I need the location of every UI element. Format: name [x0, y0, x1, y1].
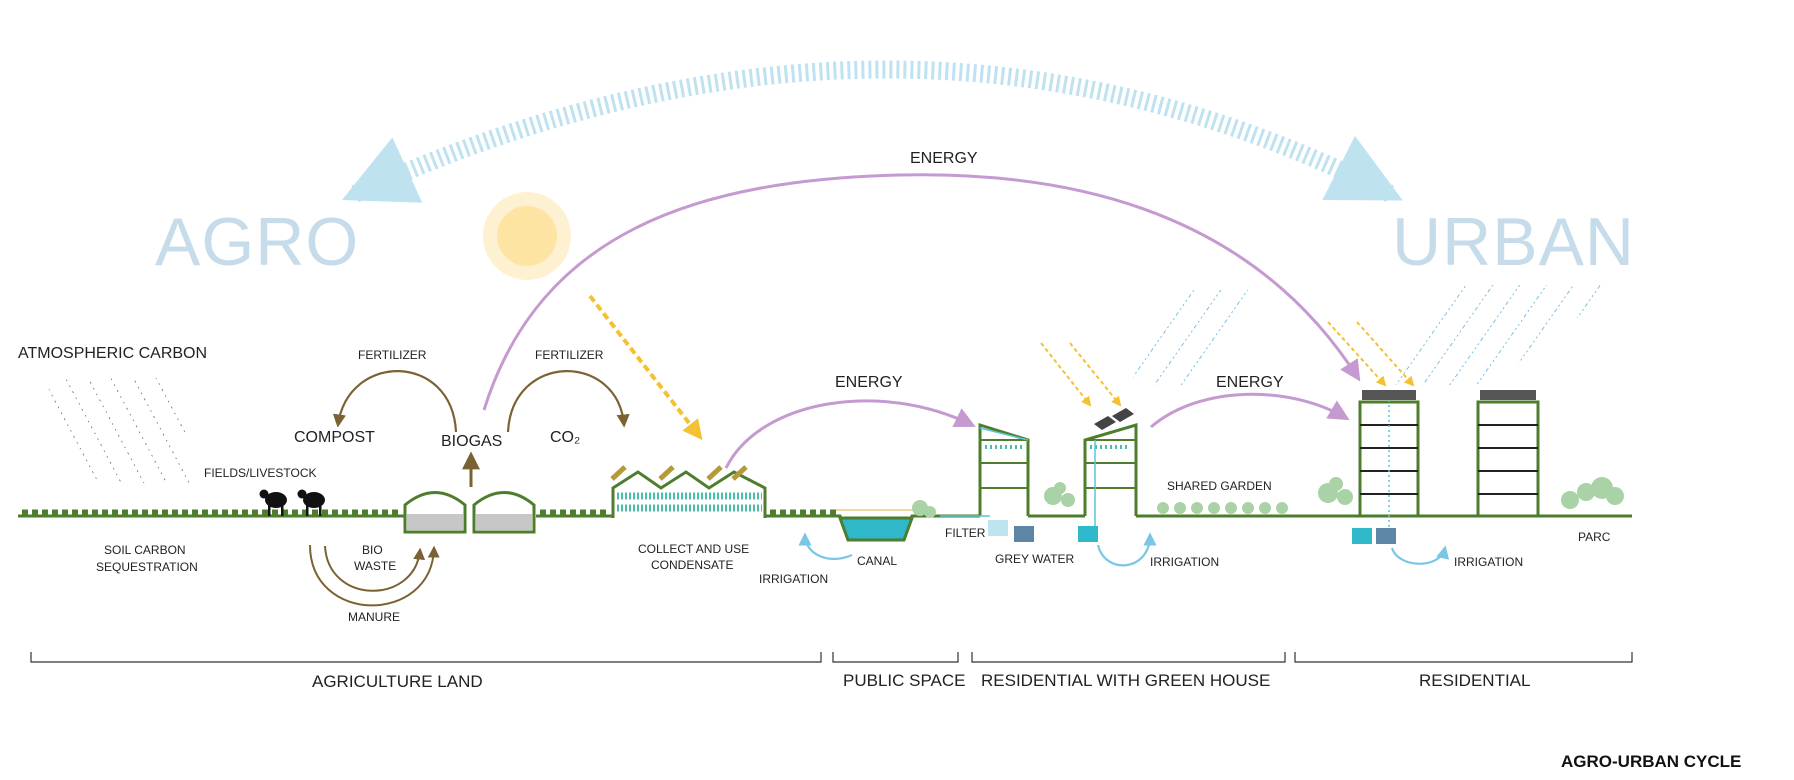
irrigation-canal-label: IRRIGATION: [759, 572, 828, 586]
sun-ray-solar-1: [1040, 342, 1092, 407]
canal: [836, 509, 918, 542]
residential-tank-2: [1376, 528, 1396, 544]
rain-residential: [1380, 285, 1620, 385]
zone-bracket-agriculture: [30, 652, 822, 663]
grey-water-label: GREY WATER: [995, 552, 1074, 566]
sheep-icon: [259, 489, 287, 516]
fertilizer-label-left: FERTILIZER: [358, 348, 427, 362]
shrub-icon: [912, 500, 936, 518]
filter-label: FILTER: [945, 526, 986, 540]
biogas-label: BIOGAS: [441, 433, 502, 450]
fertilizer-arrow-left: [332, 370, 458, 433]
biogas-digester: [403, 491, 536, 534]
cycle-arc: [341, 60, 1403, 203]
zone-bracket-residential-green: [971, 652, 1286, 663]
irrigation-green-label: IRRIGATION: [1150, 555, 1219, 569]
collect-label: COLLECT AND USE: [638, 542, 749, 556]
irrigation-canal-arrow: [798, 532, 853, 560]
rain-green-house: [1130, 290, 1260, 385]
sun-ray-solar-3: [1327, 321, 1387, 387]
residential-tower-1: [1358, 390, 1420, 530]
atmospheric-carbon-label: ATMOSPHERIC CARBON: [18, 345, 207, 362]
irrigation-green-arrow: [1096, 532, 1157, 567]
irrigation-res-label: IRRIGATION: [1454, 555, 1523, 569]
agri-greenhouse: [610, 465, 767, 518]
energy-mid-left-label: ENERGY: [835, 374, 903, 391]
co2-label: CO₂: [550, 429, 580, 446]
trees-parc: [1561, 477, 1624, 509]
grey-water-tank-2: [1078, 526, 1098, 542]
compost-label: COMPOST: [294, 429, 375, 446]
bio-label: BIO: [362, 543, 383, 557]
energy-arrow-mid-left: [724, 399, 976, 469]
zone-bracket-residential: [1294, 652, 1633, 663]
page-title: AGRO-URBAN CYCLE: [1561, 752, 1741, 771]
urban-headline: URBAN: [1392, 204, 1635, 280]
sun-ray-solar-2: [1069, 342, 1122, 407]
energy-mid-right-label: ENERGY: [1216, 374, 1284, 391]
fields-livestock-label: FIELDS/LIVESTOCK: [204, 466, 316, 480]
manure-arrow-outer: [309, 544, 440, 607]
shared-garden-plants: [1157, 502, 1288, 514]
parc-label: PARC: [1578, 530, 1611, 544]
condensate-label: CONDENSATE: [651, 558, 733, 572]
sequestration-label: SEQUESTRATION: [96, 560, 198, 574]
sun-icon: [497, 206, 557, 266]
agro-headline: AGRO: [155, 204, 359, 280]
green-house-building-2: [1083, 408, 1138, 516]
filter-tank: [988, 520, 1008, 536]
atmospheric-carbon-dots: [45, 378, 200, 483]
residential-tank-1: [1352, 528, 1372, 544]
energy-arrow-mid-right: [1150, 392, 1350, 429]
fertilizer-label-right: FERTILIZER: [535, 348, 604, 362]
zone-bracket-public: [832, 652, 959, 663]
shared-garden-label: SHARED GARDEN: [1167, 479, 1272, 493]
zone-residential-green-label: RESIDENTIAL WITH GREEN HOUSE: [981, 671, 1270, 690]
zone-agriculture-label: AGRICULTURE LAND: [312, 672, 483, 691]
canal-label: CANAL: [857, 554, 897, 568]
grey-water-tank: [1014, 526, 1034, 542]
irrigation-res-arrow: [1390, 545, 1450, 565]
trees-residential: [1318, 477, 1353, 505]
manure-label: MANURE: [348, 610, 400, 624]
energy-arrow-top: [482, 173, 1361, 411]
soil-carbon-label: SOIL CARBON: [104, 543, 186, 557]
residential-tower-2: [1476, 390, 1540, 518]
zone-residential-label: RESIDENTIAL: [1419, 671, 1530, 690]
sheep-icon-2: [297, 489, 325, 516]
energy-top-label: ENERGY: [910, 150, 978, 167]
green-house-building-1: [978, 422, 1030, 516]
trees-green-house: [1044, 482, 1075, 507]
manure-arrow-inner: [324, 545, 426, 592]
waste-label: WASTE: [354, 559, 396, 573]
fertilizer-arrow-right: [506, 370, 630, 433]
zone-public-label: PUBLIC SPACE: [843, 671, 966, 690]
sun-ray-greenhouse: [588, 294, 703, 441]
